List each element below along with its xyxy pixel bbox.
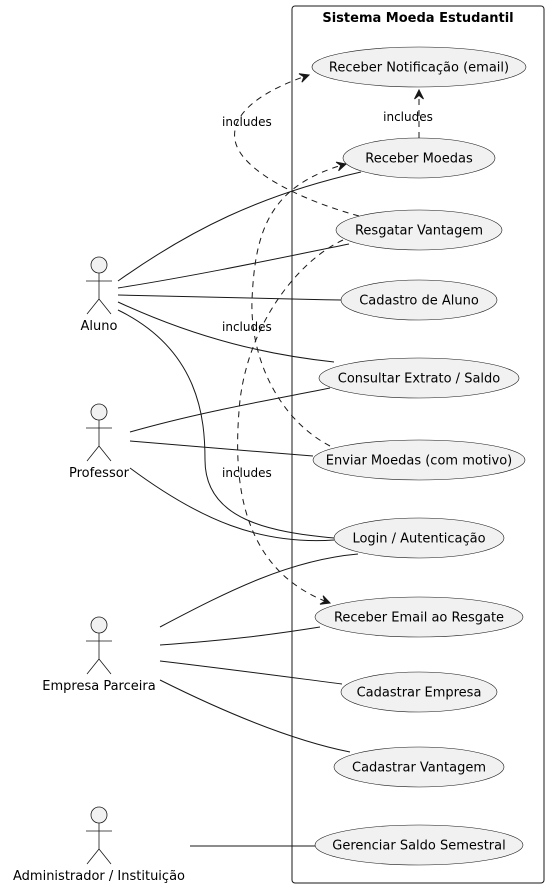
use-case-label-cadastrar_vantagem: Cadastrar Vantagem bbox=[352, 761, 486, 776]
use-case-saldo_semestral bbox=[314, 824, 524, 866]
actor-body-icon bbox=[86, 823, 112, 865]
use-case-label-resgatar: Resgatar Vantagem bbox=[355, 224, 483, 239]
use-case-extrato bbox=[318, 357, 520, 399]
actor-head-icon bbox=[90, 256, 108, 274]
use-case-label-saldo_semestral: Gerenciar Saldo Semestral bbox=[332, 839, 505, 854]
use-case-label-extrato: Consultar Extrato / Saldo bbox=[338, 372, 501, 387]
include-arrowhead bbox=[414, 88, 424, 100]
use-case-receber_moedas bbox=[342, 137, 496, 179]
actor-head-icon bbox=[90, 806, 108, 824]
actor-head-icon bbox=[90, 616, 108, 634]
include-resgatar-email_resgate bbox=[237, 239, 344, 604]
include-arrowhead bbox=[298, 73, 311, 83]
use-case-cadastrar_vantagem bbox=[333, 746, 505, 788]
actor-head-icon bbox=[90, 403, 108, 421]
use-case-login bbox=[333, 517, 505, 559]
include-label: includes bbox=[222, 115, 272, 129]
include-arrowhead bbox=[335, 161, 348, 172]
association-aluno-extrato bbox=[117, 301, 335, 363]
association-professor-enviar bbox=[129, 440, 314, 457]
association-aluno-resgatar bbox=[117, 243, 350, 289]
use-case-cadastrar_empresa bbox=[340, 671, 498, 713]
actor-aluno bbox=[86, 256, 112, 315]
use-case-email_resgate bbox=[314, 596, 524, 638]
system-title: Sistema Moeda Estudantil bbox=[322, 11, 513, 26]
actor-body-icon bbox=[86, 633, 112, 675]
use-case-notificacao bbox=[311, 46, 527, 88]
use-case-resgatar bbox=[335, 209, 503, 251]
association-aluno-cadastro_aluno bbox=[117, 294, 342, 301]
use-case-label-cadastrar_empresa: Cadastrar Empresa bbox=[357, 686, 482, 701]
use-case-enviar bbox=[312, 439, 526, 481]
actor-label-aluno: Aluno bbox=[81, 319, 118, 334]
use-case-label-receber_moedas: Receber Moedas bbox=[365, 152, 473, 167]
association-professor-extrato bbox=[129, 387, 331, 433]
association-aluno-login bbox=[117, 309, 335, 539]
include-label: includes bbox=[222, 466, 272, 480]
actor-body-icon bbox=[86, 273, 112, 315]
use-case-label-enviar: Enviar Moedas (com motivo) bbox=[326, 454, 513, 469]
actor-body-icon bbox=[86, 420, 112, 462]
association-professor-login bbox=[129, 467, 335, 542]
include-label: includes bbox=[222, 320, 272, 334]
use-case-label-email_resgate: Receber Email ao Resgate bbox=[334, 611, 504, 626]
use-case-label-cadastro_aluno: Cadastro de Aluno bbox=[359, 294, 479, 309]
association-aluno-receber_moedas bbox=[117, 171, 362, 282]
use-case-label-login: Login / Autenticação bbox=[352, 532, 485, 547]
use-case-label-notificacao: Receber Notificação (email) bbox=[329, 61, 509, 76]
actor-empresa bbox=[86, 616, 112, 675]
actor-professor bbox=[86, 403, 112, 462]
include-label: includes bbox=[383, 110, 433, 124]
association-empresa-cadastrar_vantagem bbox=[159, 679, 351, 753]
association-empresa-cadastrar_empresa bbox=[159, 660, 343, 685]
actor-admin bbox=[86, 806, 112, 865]
actor-label-empresa: Empresa Parceira bbox=[42, 679, 155, 694]
actor-label-admin: Administrador / Instituição bbox=[13, 869, 185, 884]
actor-label-professor: Professor bbox=[69, 466, 130, 481]
association-empresa-login bbox=[159, 553, 359, 628]
use-case-cadastro_aluno bbox=[340, 279, 498, 321]
association-empresa-email_resgate bbox=[159, 626, 321, 646]
include-arrowhead bbox=[319, 595, 332, 605]
